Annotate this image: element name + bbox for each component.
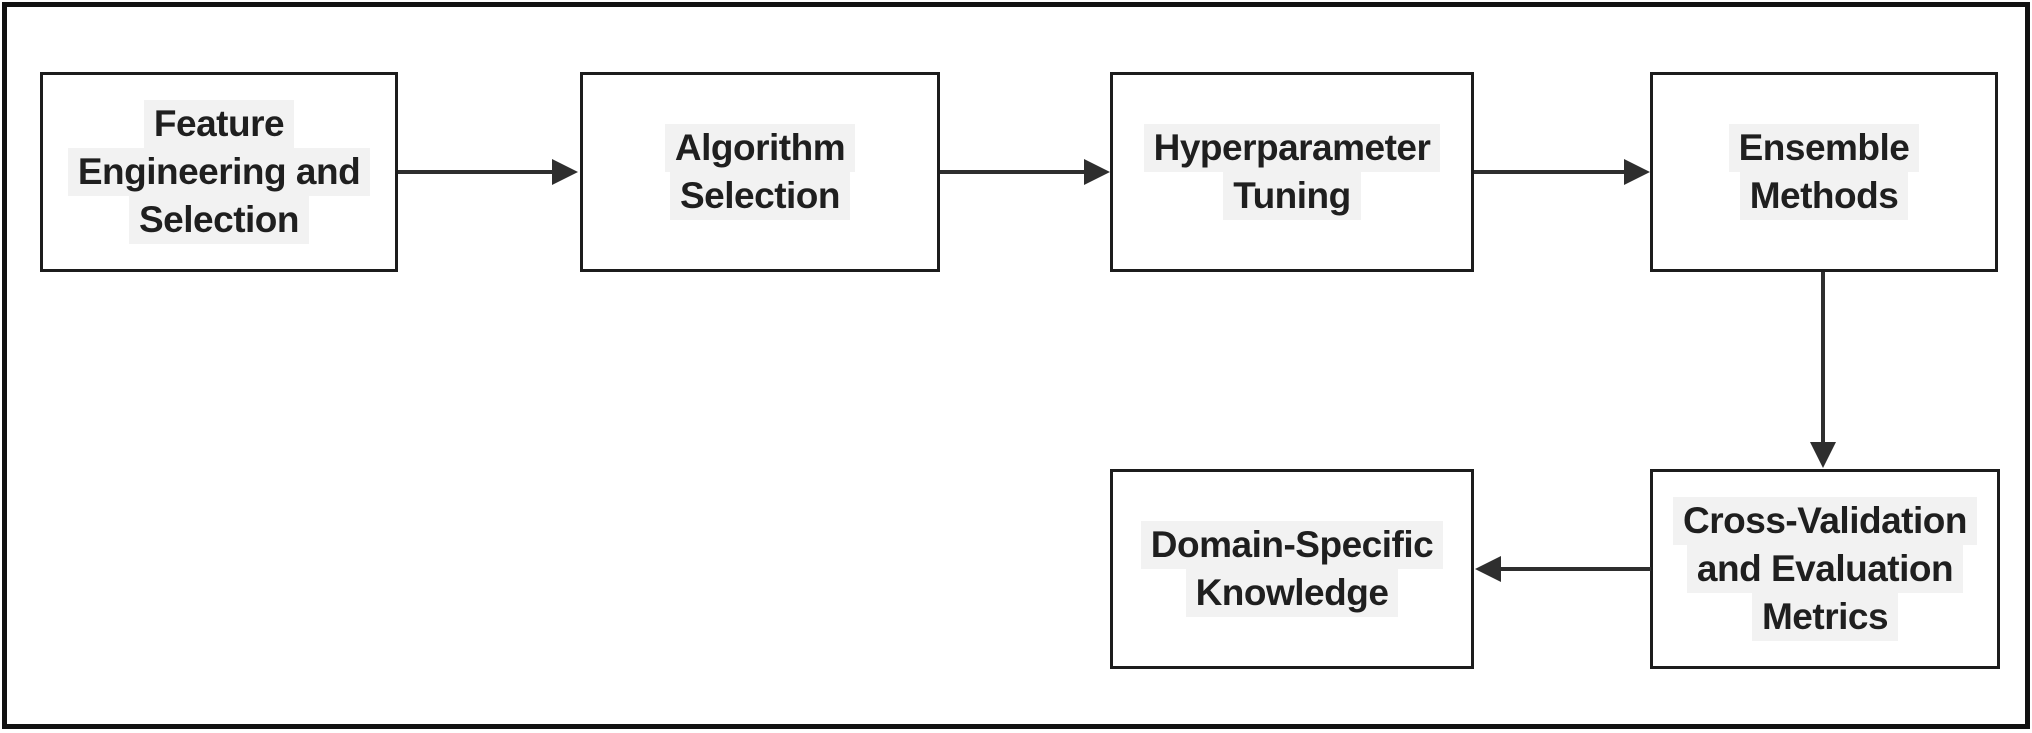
node-label-line: Feature	[143, 100, 295, 148]
arrow-line-algorithm-to-hyperparameter	[940, 170, 1086, 174]
node-label-line: Tuning	[1223, 172, 1361, 220]
node-label-line: Algorithm	[664, 124, 856, 172]
node-hyperparameter-tuning: Hyperparameter Tuning	[1110, 72, 1474, 272]
node-feature-engineering-selection: Feature Engineering and Selection	[40, 72, 398, 272]
arrow-line-crossvalidation-to-domain	[1501, 567, 1651, 571]
node-label-line: and Evaluation	[1686, 545, 1964, 593]
node-label-line: Metrics	[1751, 593, 1899, 641]
node-ensemble-methods: Ensemble Methods	[1650, 72, 1998, 272]
arrowhead-right-icon	[1624, 159, 1650, 185]
arrow-line-feature-to-algorithm	[398, 170, 556, 174]
node-label-line: Knowledge	[1185, 569, 1399, 617]
node-label-line: Domain-Specific	[1140, 521, 1444, 569]
node-label-line: Hyperparameter	[1143, 124, 1441, 172]
node-domain-specific-knowledge: Domain-Specific Knowledge	[1110, 469, 1474, 669]
arrowhead-down-icon	[1810, 442, 1836, 468]
arrowhead-right-icon	[552, 159, 578, 185]
arrow-line-ensemble-to-crossvalidation	[1821, 272, 1825, 444]
node-label-line: Ensemble	[1728, 124, 1920, 172]
arrow-line-hyperparameter-to-ensemble	[1474, 170, 1626, 174]
arrowhead-right-icon	[1084, 159, 1110, 185]
arrowhead-left-icon	[1475, 556, 1501, 582]
node-cross-validation-evaluation-metrics: Cross-Validation and Evaluation Metrics	[1650, 469, 2000, 669]
node-label-line: Selection	[670, 172, 850, 220]
node-label-line: Selection	[129, 196, 309, 244]
node-algorithm-selection: Algorithm Selection	[580, 72, 940, 272]
node-label-line: Cross-Validation	[1673, 497, 1977, 545]
node-label-line: Methods	[1739, 172, 1909, 220]
node-label-line: Engineering and	[67, 148, 371, 196]
